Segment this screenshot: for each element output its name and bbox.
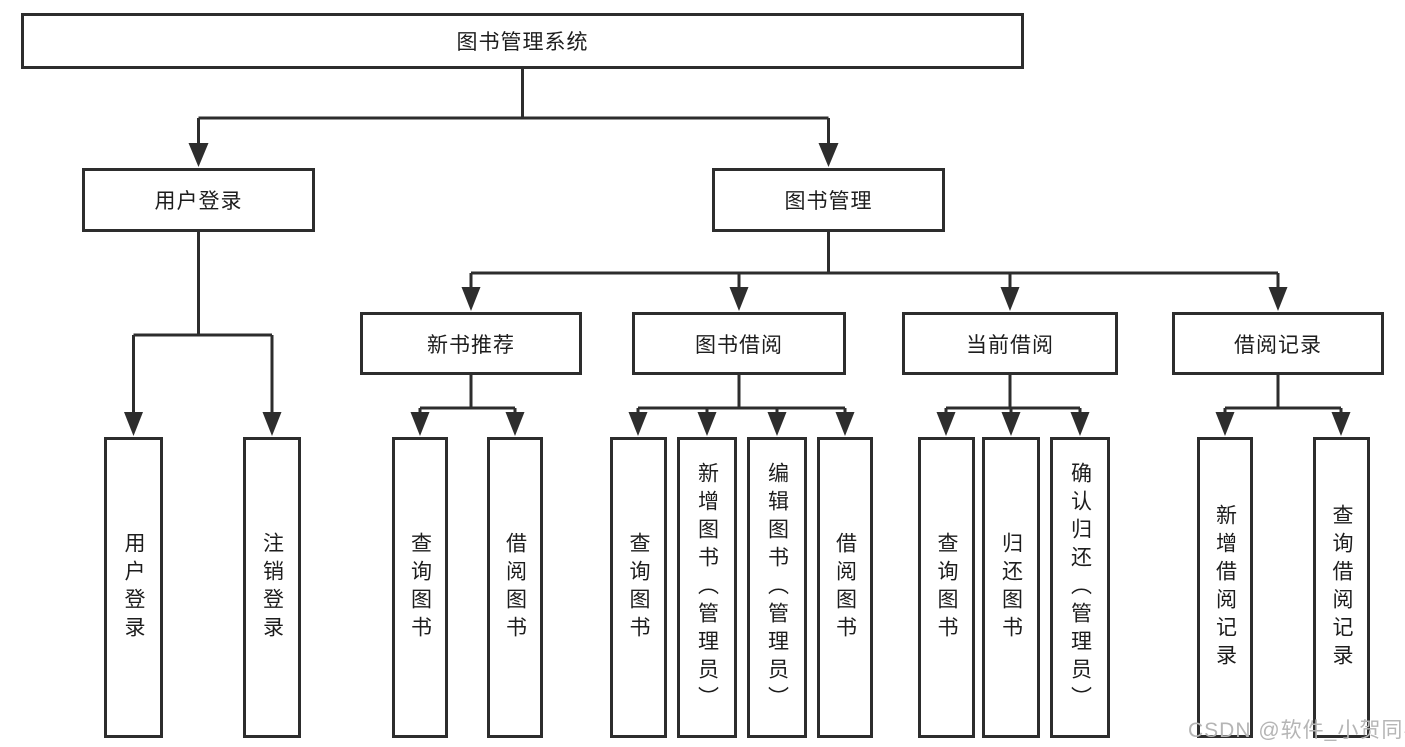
leaf-edit-books-admin-label: 编辑图书（管理员） [765,461,789,714]
node-borrow-records: 借阅记录 [1172,312,1384,375]
leaf-logout: 注销登录 [243,437,301,738]
node-book-management: 图书管理 [712,168,945,232]
leaf-borrow-books-recommend: 借阅图书 [487,437,543,738]
leaf-query-books-recommend: 查询图书 [392,437,448,738]
leaf-query-books-current-label: 查询图书 [935,531,958,644]
leaf-query-borrow-record: 查询借阅记录 [1313,437,1370,738]
node-book-borrowing: 图书借阅 [632,312,846,375]
leaf-borrow-books-borrowing-label: 借阅图书 [833,531,857,644]
leaf-return-books: 归还图书 [982,437,1040,738]
leaf-borrow-books-recommend-label: 借阅图书 [503,531,527,644]
node-new-book-recommend: 新书推荐 [360,312,582,375]
node-library-management-system: 图书管理系统 [21,13,1024,69]
csdn-watermark: CSDN @软件_小贺同学 [1188,719,1405,742]
leaf-query-books-borrowing-label: 查询图书 [627,531,650,644]
arrowheads [124,143,1351,436]
leaf-add-borrow-record-label: 新增借阅记录 [1213,503,1237,672]
leaf-user-login-label: 用户登录 [122,531,145,644]
leaf-edit-books-admin: 编辑图书（管理员） [747,437,807,738]
leaf-add-borrow-record: 新增借阅记录 [1197,437,1253,738]
leaf-user-login: 用户登录 [104,437,163,738]
leaf-confirm-return-admin-label: 确认归还（管理员） [1068,461,1092,714]
leaf-add-books-admin-label: 新增图书（管理员） [695,461,719,714]
leaf-query-books-borrowing: 查询图书 [610,437,667,738]
leaf-confirm-return-admin: 确认归还（管理员） [1050,437,1110,738]
node-user-login: 用户登录 [82,168,315,232]
leaf-query-books-recommend-label: 查询图书 [408,531,432,644]
leaf-query-borrow-record-label: 查询借阅记录 [1330,503,1353,672]
leaf-logout-label: 注销登录 [260,531,284,644]
leaf-query-books-current: 查询图书 [918,437,975,738]
leaf-borrow-books-borrowing: 借阅图书 [817,437,873,738]
leaf-return-books-label: 归还图书 [999,531,1023,644]
node-current-borrowing: 当前借阅 [902,312,1118,375]
leaf-add-books-admin: 新增图书（管理员） [677,437,737,738]
